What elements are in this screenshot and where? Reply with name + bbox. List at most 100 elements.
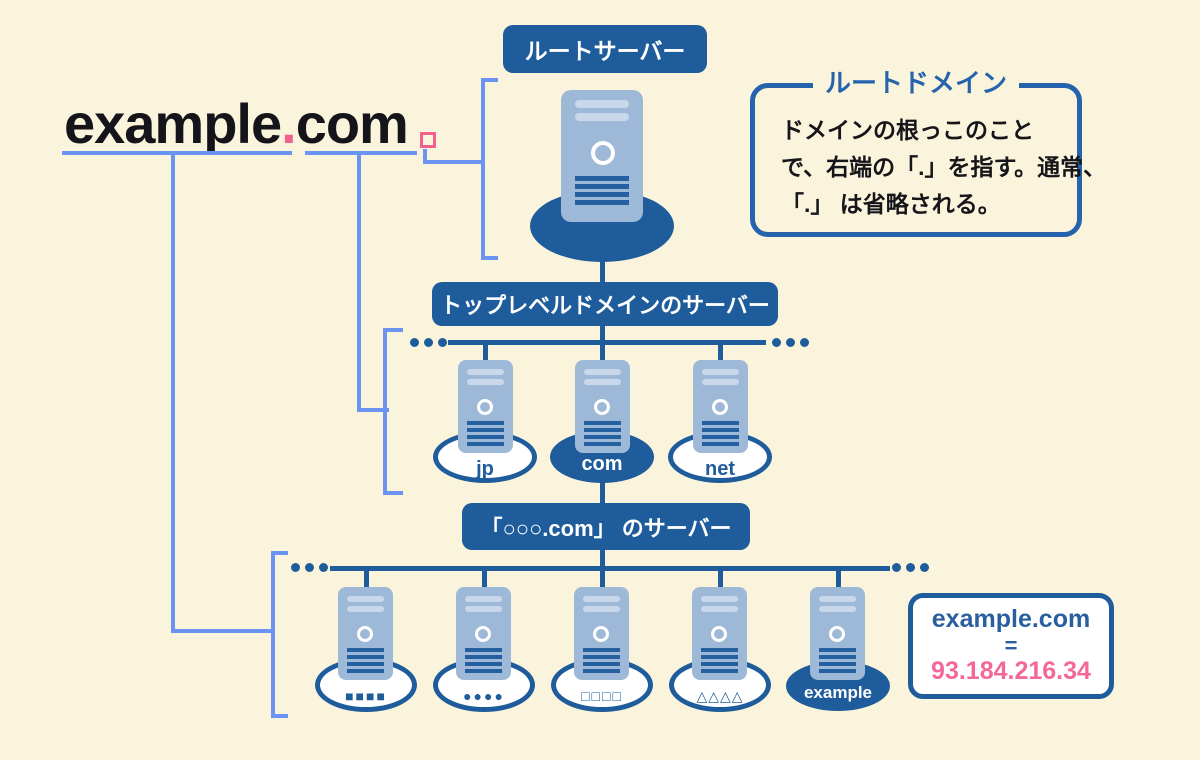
- ip-result-box: example.com = 93.184.216.34: [908, 593, 1114, 699]
- server-vent-icon: [467, 435, 504, 439]
- host1-symbols: ■■■■: [345, 688, 387, 704]
- root-server-label: ルートサーバー: [503, 25, 707, 73]
- server-stripe-icon: [347, 606, 384, 612]
- server-vent-icon: [467, 428, 504, 432]
- drop-line-host3: [600, 569, 605, 589]
- connector-com-horizontal: [357, 408, 389, 412]
- server-stripe-icon: [465, 606, 502, 612]
- server-led-icon: [475, 626, 491, 642]
- server-icon-host3: [574, 587, 629, 680]
- trunk-com-to-label: [600, 481, 605, 505]
- connector-rootdot-horizontal: [423, 160, 485, 164]
- server-vent-icon: [465, 669, 502, 673]
- server-stripe-icon: [702, 379, 739, 385]
- server-vent-icon: [584, 442, 621, 446]
- server-vent-icon: [702, 428, 739, 432]
- drop-line-example: [836, 569, 841, 589]
- domain-heading: example.com: [64, 96, 409, 152]
- trunk-tld-label-to-bus: [600, 324, 605, 342]
- callout-line-2: で、右端の「.」を指す。通常、: [781, 154, 1107, 180]
- server-icon-host1: [338, 587, 393, 680]
- connector-com-vertical: [357, 154, 361, 412]
- bracket-root-tier: [481, 78, 498, 260]
- domain-heading-name: example: [64, 92, 282, 155]
- host3-symbols: □□□□: [581, 688, 623, 704]
- server-led-icon: [593, 626, 609, 642]
- server-vent-icon: [347, 662, 384, 666]
- tld-server-label-text: トップレベルドメインのサーバー: [440, 293, 770, 318]
- connector-example-horizontal: [171, 629, 275, 633]
- server-stripe-icon: [584, 369, 621, 375]
- host-name-example: example: [803, 683, 873, 702]
- server-stripe-icon: [583, 596, 620, 602]
- server-stripe-icon: [575, 113, 629, 121]
- ellipsis-dots-left-tld: [410, 338, 447, 347]
- tld-name-jp: jp: [476, 458, 494, 480]
- server-stripe-icon: [702, 369, 739, 375]
- callout-line-1: ドメインの根っこのこと: [781, 117, 1034, 143]
- server-vent-icon: [819, 669, 856, 673]
- server-vent-icon: [575, 184, 629, 189]
- ellipsis-dots-right-com: [892, 563, 929, 572]
- tld-server-label: トップレベルドメインのサーバー: [432, 282, 778, 326]
- host4-symbols: △△△△: [696, 688, 744, 704]
- drop-line-net: [718, 342, 723, 362]
- server-vent-icon: [465, 648, 502, 652]
- server-vent-icon: [347, 648, 384, 652]
- server-icon-jp: [458, 360, 513, 453]
- server-stripe-icon: [584, 379, 621, 385]
- server-vent-icon: [575, 176, 629, 181]
- drop-line-host1: [364, 569, 369, 589]
- root-server-icon: [561, 90, 643, 222]
- server-led-icon: [711, 626, 727, 642]
- domain-heading-dot: .: [281, 92, 297, 155]
- server-stripe-icon: [347, 596, 384, 602]
- root-domain-callout-body: ドメインの根っこのこと で、右端の「.」を指す。通常、 「.」 は省略される。: [755, 88, 1107, 223]
- drop-line-com: [600, 342, 605, 362]
- server-stripe-icon: [701, 596, 738, 602]
- server-vent-icon: [701, 662, 738, 666]
- server-icon-host4: [692, 587, 747, 680]
- server-stripe-icon: [701, 606, 738, 612]
- server-vent-icon: [819, 648, 856, 652]
- server-vent-icon: [701, 669, 738, 673]
- server-vent-icon: [702, 421, 739, 425]
- tld-name-com: com: [581, 453, 623, 475]
- trunk-com-label-to-bus: [600, 548, 605, 568]
- server-vent-icon: [584, 428, 621, 432]
- server-vent-icon: [584, 435, 621, 439]
- underline-com: [305, 151, 417, 155]
- com-bus-line: [330, 566, 890, 571]
- bracket-com-tier: [271, 551, 288, 718]
- server-stripe-icon: [465, 596, 502, 602]
- com-server-label-text: 「○○○.com」 のサーバー: [480, 515, 732, 541]
- trunk-root-to-tld: [600, 258, 605, 286]
- connector-example-vertical: [171, 154, 175, 633]
- server-vent-icon: [583, 648, 620, 652]
- domain-heading-tld: com: [295, 92, 409, 155]
- root-server-label-text: ルートサーバー: [524, 38, 686, 64]
- server-vent-icon: [575, 200, 629, 205]
- result-equals: =: [1004, 632, 1018, 658]
- server-vent-icon: [583, 655, 620, 659]
- drop-line-host4: [718, 569, 723, 589]
- pedestal-host4: △△△△: [669, 658, 771, 712]
- server-vent-icon: [583, 669, 620, 673]
- server-vent-icon: [702, 435, 739, 439]
- server-vent-icon: [701, 648, 738, 652]
- drop-line-jp: [483, 342, 488, 362]
- server-led-icon: [594, 399, 610, 415]
- server-vent-icon: [701, 655, 738, 659]
- root-domain-callout: ルートドメイン ドメインの根っこのこと で、右端の「.」を指す。通常、 「.」 …: [750, 68, 1107, 237]
- server-led-icon: [477, 399, 493, 415]
- server-icon-host2: [456, 587, 511, 680]
- server-vent-icon: [467, 442, 504, 446]
- server-led-icon: [591, 141, 615, 165]
- server-vent-icon: [583, 662, 620, 666]
- result-domain: example.com: [931, 605, 1091, 634]
- server-stripe-icon: [583, 606, 620, 612]
- server-led-icon: [357, 626, 373, 642]
- host2-symbols: ●●●●: [463, 688, 505, 704]
- underline-example: [62, 151, 292, 155]
